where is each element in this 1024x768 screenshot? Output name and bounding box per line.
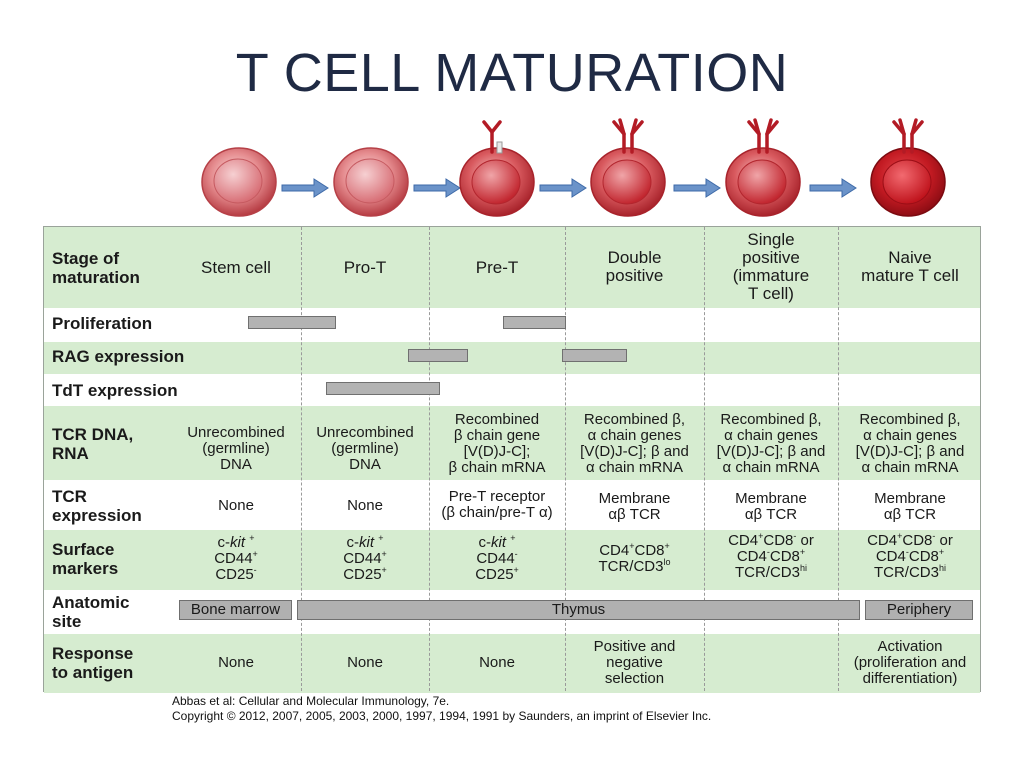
row-label-rag: RAG expression [52,347,185,366]
surface-markers-cell: c-kit +CD44-CD25+ [475,533,519,583]
row-label-anatomic-site: Anatomic site [52,593,130,631]
response-cell: Positive and negative selection [593,638,676,687]
arrow-icon [673,178,721,198]
cell-icon [870,147,946,217]
citation: Abbas et al: Cellular and Molecular Immu… [172,694,711,724]
stage-header: Double positive [605,248,664,285]
arrow-icon [539,178,587,198]
stage-header: Pre-T [475,258,519,277]
surface-markers-cell: c-kit +CD44+CD25+ [343,533,387,583]
row-label-stage: Stage of maturation [52,249,140,287]
row-label-tdt: TdT expression [52,381,178,400]
anatomic-site-thymus: Thymus [297,600,860,620]
stage-header: Pro-T [343,258,387,277]
tcr-dna-cell: Unrecombined (germline) DNA [316,424,414,473]
tcr-dna-cell: Recombined β chain gene [V(D)J-C]; β cha… [448,411,546,476]
response-cell: None [218,654,254,671]
row-label-response: Response to antigen [52,644,134,682]
cell-icon [459,147,535,217]
rag-expression-bar [562,349,627,362]
tcr-dna-cell: Unrecombined (germline) DNA [187,424,285,473]
row-label-surface-markers: Surface markers [52,540,119,578]
receptor-icon [612,118,644,154]
surface-markers-cell: c-kit +CD44+CD25- [214,533,258,583]
tdt-expression-bar [326,382,440,395]
row-label-tcr-dna: TCR DNA, RNA [52,425,134,463]
cell-icon [590,147,666,217]
arrow-icon [809,178,857,198]
citation-line: Copyright © 2012, 2007, 2005, 2003, 2000… [172,709,712,723]
anatomic-site-periphery: Periphery [865,600,973,620]
receptor-icon [892,118,924,154]
tcr-expression-cell: Membrane αβ TCR [874,490,946,523]
surface-markers-cell: CD4+CD8+TCR/CD3lo [598,541,671,575]
citation-line: Abbas et al: Cellular and Molecular Immu… [172,694,450,708]
stage-header: Single positive (immature T cell) [732,230,810,303]
response-cell: None [479,654,515,671]
tcr-dna-cell: Recombined β, α chain genes [V(D)J-C]; β… [580,411,689,476]
arrow-icon [413,178,461,198]
response-cell: None [347,654,383,671]
row-label-proliferation: Proliferation [52,314,153,333]
tcr-expression-cell: Membrane αβ TCR [598,490,671,523]
page-title: T CELL MATURATION [235,43,789,103]
proliferation-bar [248,316,336,329]
proliferation-bar [503,316,566,329]
cell-icon [725,147,801,217]
tcr-expression-cell: Membrane αβ TCR [735,490,807,523]
tcr-dna-cell: Recombined β, α chain genes [V(D)J-C]; β… [855,411,965,476]
row-label-tcr-expression: TCR expression [52,487,142,525]
stage-header: Naive mature T cell [861,248,959,285]
tcr-expression-cell: Pre-T receptor (β chain/pre-T α) [441,488,553,521]
arrow-icon [281,178,329,198]
anatomic-site-bone-marrow: Bone marrow [179,600,292,620]
receptor-icon [482,120,503,154]
tcr-dna-cell: Recombined β, α chain genes [V(D)J-C]; β… [716,411,826,476]
rag-expression-bar [408,349,468,362]
response-cell: Activation (proliferation and differenti… [853,638,967,687]
maturation-table: Stage of maturation Proliferation RAG ex… [43,226,981,693]
tcr-expression-cell: None [347,497,383,514]
cell-diagram [201,118,946,217]
stage-header: Stem cell [201,258,271,277]
cell-icon [333,147,409,217]
receptor-icon [747,118,779,154]
cell-icon [201,147,277,217]
tcr-expression-cell: None [218,497,254,514]
